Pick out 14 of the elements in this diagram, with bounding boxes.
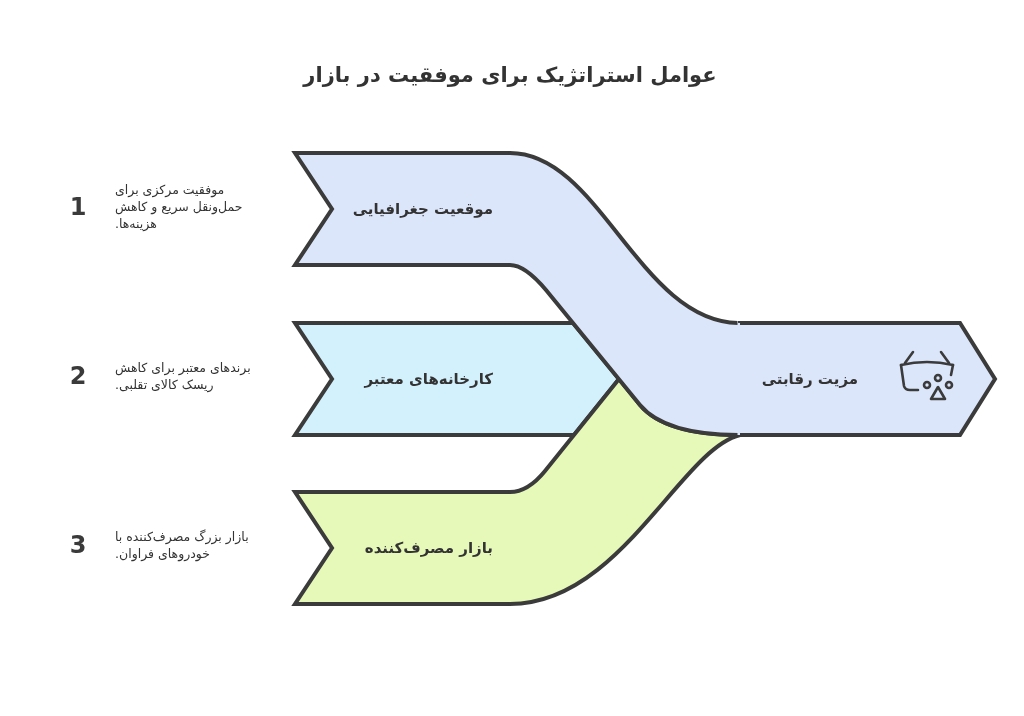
- band-label: موقعیت جغرافیایی: [352, 199, 493, 219]
- step-number: 3: [68, 531, 88, 559]
- band-label: مزیت رقابتی: [761, 369, 858, 389]
- step-number: 2: [68, 362, 88, 390]
- description-text: برندهای معتبر برای کاهش ریسک کالای تقلبی.: [115, 359, 252, 393]
- flow-band: [508, 151, 740, 437]
- band-label: کارخانه‌های معتبر: [364, 369, 493, 389]
- step-number: 1: [68, 192, 88, 220]
- arrow-band: [740, 323, 995, 435]
- description-text: بازار بزرگ مصرف‌کننده با خودروهای فراوان.: [115, 528, 250, 562]
- diagram-title: عوامل استراتژیک برای موفقیت در بازار: [303, 62, 717, 89]
- band-label: بازار مصرف‌کننده: [364, 538, 493, 558]
- flow-band: [508, 377, 742, 606]
- description-text: موفقیت مرکزی برای حمل‌ونقل سریع و کاهش هزینه‌ها.: [115, 180, 244, 232]
